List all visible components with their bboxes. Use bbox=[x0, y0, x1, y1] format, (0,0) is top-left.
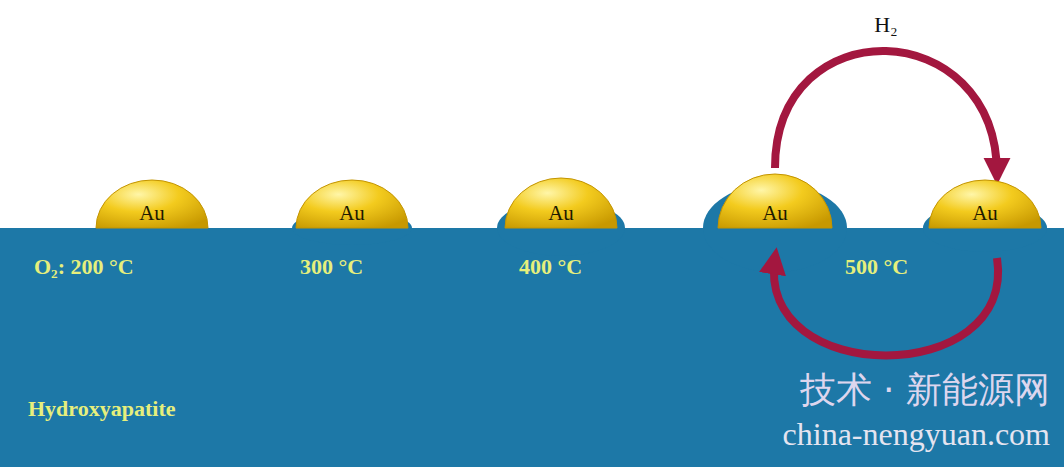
cycle-arrow bbox=[775, 51, 997, 174]
particle-label: Au bbox=[139, 201, 165, 226]
particle-label: Au bbox=[548, 201, 574, 226]
dome-shape bbox=[929, 180, 1041, 228]
watermark: china-nengyuan.com bbox=[783, 416, 1050, 453]
watermark: 技术 · 新能源网 bbox=[800, 366, 1050, 415]
temperature-label: 400 °C bbox=[519, 254, 582, 280]
hydroxyapatite-ground bbox=[0, 228, 1064, 467]
dome-shape bbox=[505, 178, 617, 228]
gold-particle: Au bbox=[929, 180, 1041, 228]
temperature-label: O₂: 200 °C bbox=[34, 254, 134, 280]
gold-particle: Au bbox=[296, 180, 408, 228]
particle-label: Au bbox=[339, 201, 365, 226]
temperature-label: 500 °C bbox=[845, 254, 908, 280]
dome-shape bbox=[96, 180, 208, 228]
gold-particle: Au bbox=[718, 174, 832, 228]
dome-shape bbox=[718, 174, 832, 228]
temperature-label: 300 °C bbox=[300, 254, 363, 280]
gas-label: H₂ bbox=[871, 12, 901, 38]
gold-particle: Au bbox=[96, 180, 208, 228]
gold-particle: Au bbox=[505, 178, 617, 228]
substrate-label: Hydroxyapatite bbox=[28, 396, 175, 422]
dome-shape bbox=[296, 180, 408, 228]
particle-label: Au bbox=[972, 201, 998, 226]
particle-label: Au bbox=[762, 201, 788, 226]
